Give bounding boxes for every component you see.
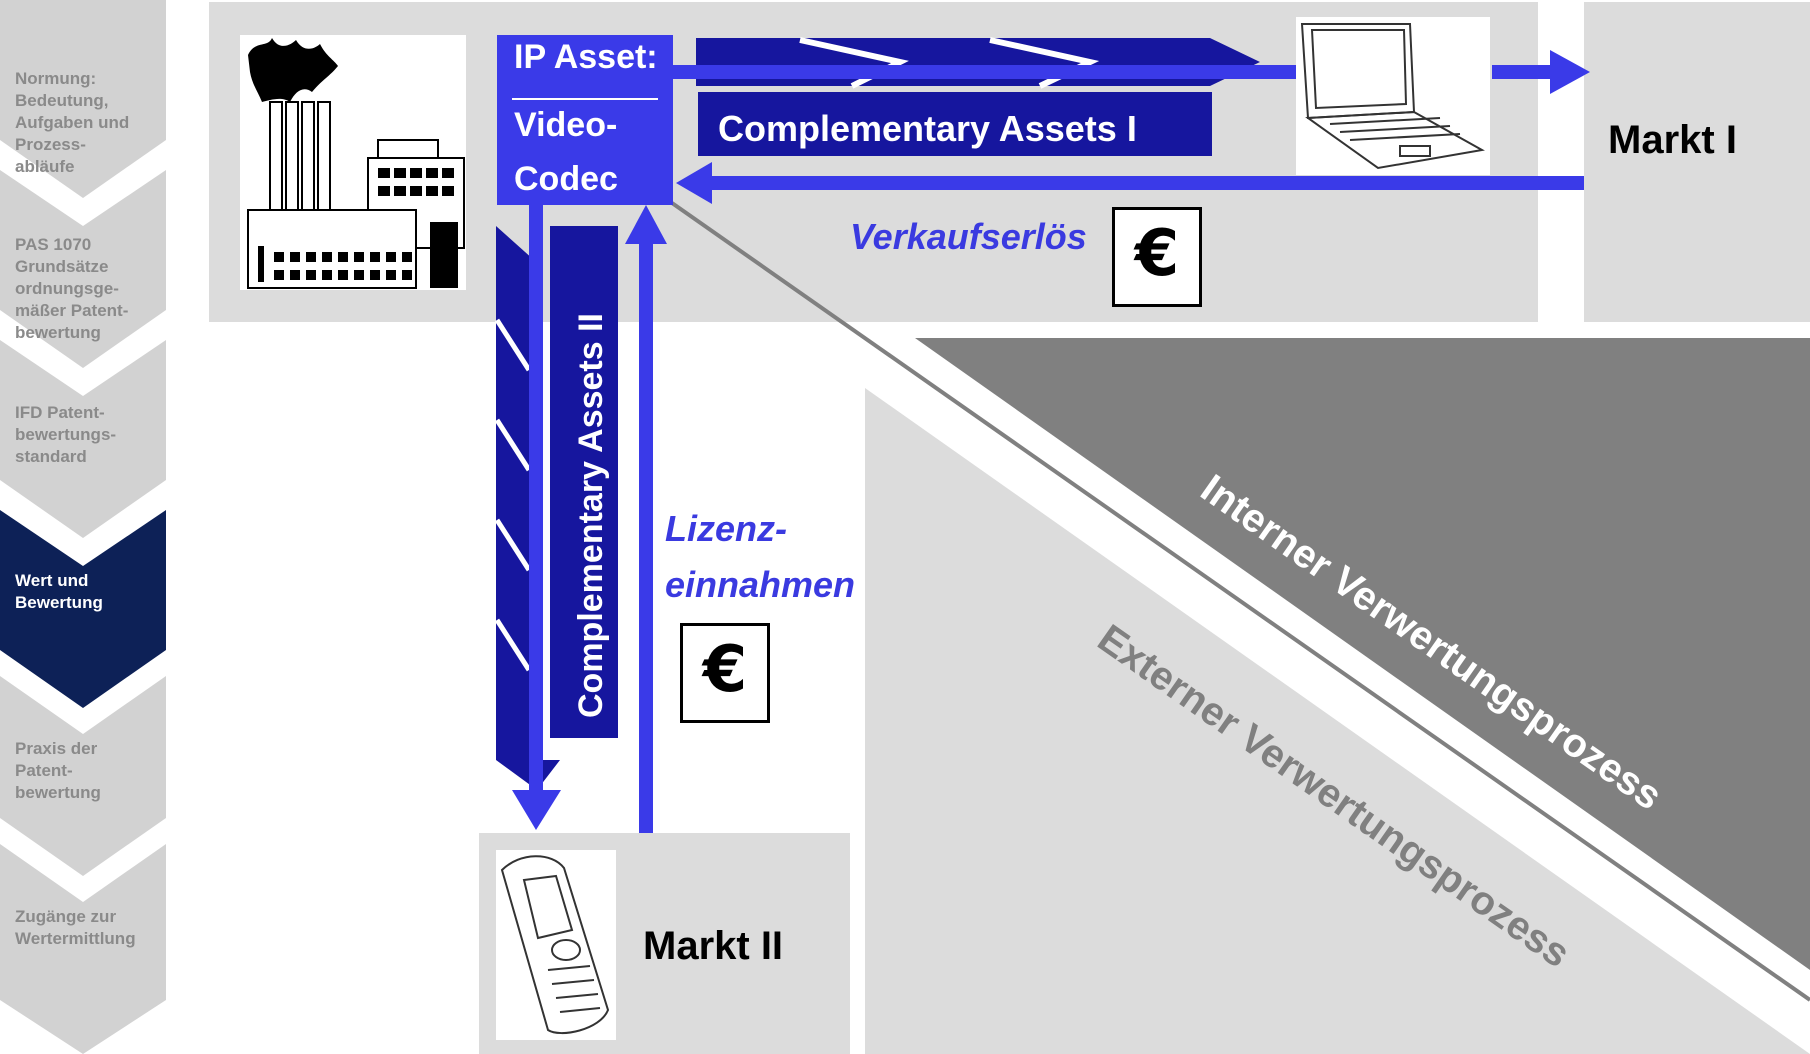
sidebar-item-zugaenge[interactable] (0, 844, 166, 1054)
sidebar-item-label: Wert und Bewertung (15, 571, 103, 612)
ip-asset-line1: Video- (514, 106, 618, 144)
sidebar-item-wert[interactable] (0, 508, 166, 708)
sidebar-item-label: PAS 1070 Grundsätze ordnungsge- mäßer Pa… (15, 235, 129, 342)
intern-region (915, 338, 1810, 970)
euro-icon: € (1112, 207, 1202, 307)
lizenz-label-line1: Lizenz- (665, 508, 787, 549)
verkaufserloes-label: Verkaufserlös (850, 216, 1087, 257)
ip-asset-title: IP Asset: (514, 38, 658, 76)
markt-1-panel (1584, 2, 1810, 322)
sidebar-item-praxis[interactable] (0, 676, 166, 876)
markt-2-label: Markt II (643, 924, 784, 968)
mobile-phone-icon (496, 850, 616, 1040)
sidebar-item-label: Normung: Bedeutung, Aufgaben und Prozess… (15, 69, 130, 176)
sidebar-item-label: Zugänge zur Wertermittlung (15, 907, 136, 948)
divider-line (670, 201, 1810, 1002)
complementary-assets-2-label: Complementary Assets II (572, 313, 610, 718)
markt-1-label: Markt I (1608, 118, 1737, 162)
sidebar-item-label: IFD Patent- bewertungs- standard (15, 403, 117, 466)
sidebar-item-pas1070[interactable] (0, 170, 166, 368)
factory-icon (240, 35, 466, 290)
lizenz-label-line2: einnahmen (665, 564, 856, 605)
sidebar-item-label: Praxis der Patent- bewertung (15, 739, 101, 802)
flow-arrows (512, 50, 1590, 833)
ip-asset-box (497, 35, 673, 205)
sidebar-item-ifd[interactable] (0, 340, 166, 538)
ip-asset-line2: Codec (514, 160, 618, 198)
euro-icon: € (680, 623, 770, 723)
extern-region (865, 388, 1810, 1054)
laptop-icon (1296, 17, 1490, 175)
sidebar-item-normung[interactable] (0, 0, 166, 198)
complementary-assets-2-band (494, 226, 618, 790)
sidebar (0, 0, 166, 1054)
complementary-assets-1-label: Complementary Assets I (718, 108, 1137, 149)
